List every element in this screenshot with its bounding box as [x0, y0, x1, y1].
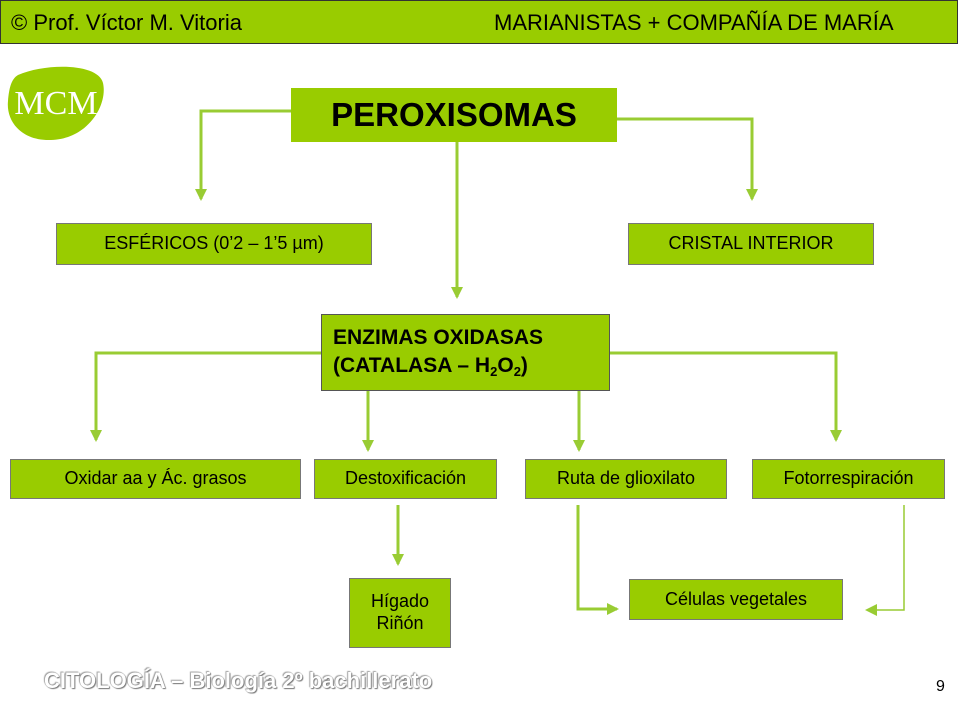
footer-subject: CITOLOGÍA – Biología 2º bachillerato — [44, 668, 433, 693]
organs-box: Hígado Riñón — [349, 578, 451, 648]
arrow-glioxilato-to-plant — [576, 505, 619, 615]
arrow-fotorrespiracion-to-plant — [865, 505, 905, 616]
enzymes-line1: ENZIMAS OXIDASAS — [333, 326, 544, 350]
mcm-logo-icon: MCM — [7, 66, 104, 141]
function-destoxificacion-box: Destoxificación — [314, 459, 497, 499]
plant-cells-box: Células vegetales — [629, 579, 843, 620]
function-fotorrespiracion-box: Fotorrespiración — [752, 459, 945, 499]
arrow-to-crystal — [617, 117, 758, 201]
diagram-title: PEROXISOMAS — [291, 88, 617, 142]
function-glioxilato-box: Ruta de glioxilato — [525, 459, 727, 499]
arrow-to-oxidar — [90, 351, 321, 442]
page-number: 9 — [936, 678, 945, 695]
arrow-to-fotorrespiracion — [610, 351, 842, 442]
organs-line1: Hígado — [370, 591, 430, 612]
logo-text: MCM — [14, 85, 97, 122]
organs-line2: Riñón — [376, 613, 424, 633]
arrow-to-spherical — [195, 109, 291, 201]
author-label: © Prof. Víctor M. Vitoria — [11, 10, 242, 35]
header-bar: © Prof. Víctor M. Vitoria MARIANISTAS + … — [0, 0, 958, 44]
crystal-box: CRISTAL INTERIOR — [628, 223, 874, 265]
spherical-box: ESFÉRICOS (0’2 – 1’5 µm) — [56, 223, 372, 265]
function-oxidar-box: Oxidar aa y Ác. grasos — [10, 459, 301, 499]
enzymes-line2: (CATALASA – H2O2) — [333, 354, 528, 380]
institution-label: MARIANISTAS + COMPAÑÍA DE MARÍA — [494, 10, 894, 35]
enzymes-box: ENZIMAS OXIDASAS (CATALASA – H2O2) — [321, 314, 610, 391]
